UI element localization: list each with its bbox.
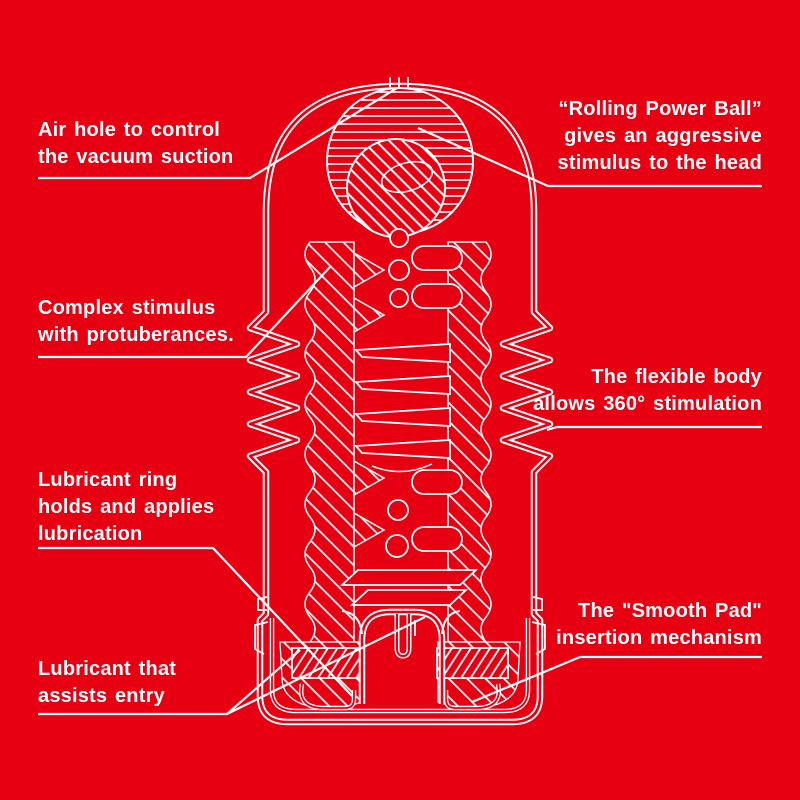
label-complex-stimulus: Complex stimulus with protuberances. <box>38 295 234 349</box>
rim-step-left <box>254 596 269 655</box>
label-line: with protuberances. <box>38 324 234 346</box>
leader-flexible-body <box>546 425 762 432</box>
leader-complex-stimulus <box>38 266 331 359</box>
entry-channel <box>341 608 461 704</box>
label-smooth-pad: The "Smooth Pad" insertion mechanism <box>556 598 762 652</box>
label-line: stimulus to the head <box>557 152 762 174</box>
label-air-hole: Air hole to control the vacuum suction <box>38 117 233 171</box>
label-line: Air hole to control <box>38 119 221 141</box>
leader-lubricant-entry <box>38 616 426 716</box>
base-section <box>254 596 546 714</box>
label-lubricant-entry: Lubricant that assists entry <box>38 656 176 710</box>
label-line: holds and applies <box>38 496 215 518</box>
rim-step-right <box>531 596 546 655</box>
sleeve-left <box>304 241 355 643</box>
leader-smooth-pad <box>471 655 762 704</box>
leader-lubricant-ring <box>38 546 353 697</box>
label-flexible-body: The flexible body allows 360° stimulatio… <box>533 364 762 418</box>
label-line: gives an aggressive <box>564 125 762 147</box>
label-line: lubrication <box>38 523 143 545</box>
label-line: The flexible body <box>591 366 762 388</box>
label-line: assists entry <box>38 685 165 707</box>
label-line: insertion mechanism <box>556 627 762 649</box>
protuberance-fins <box>339 245 479 606</box>
label-line: Lubricant that <box>38 658 177 680</box>
lubricant-ring-right <box>436 647 509 679</box>
leader-air-hole <box>38 87 398 180</box>
air-hole-notch <box>389 77 409 88</box>
label-line: The "Smooth Pad" <box>578 600 762 622</box>
label-line: allows 360° stimulation <box>533 393 762 415</box>
label-line: “Rolling Power Ball” <box>558 98 762 120</box>
entry-slit <box>394 614 412 659</box>
channel-bubbles <box>385 228 410 558</box>
label-line: Complex stimulus <box>38 297 216 319</box>
rolling-power-ball <box>346 138 446 238</box>
label-rolling-power-ball: “Rolling Power Ball” gives an aggressive… <box>558 96 762 177</box>
label-line: Lubricant ring <box>38 469 178 491</box>
label-lubricant-ring: Lubricant ring holds and applies lubrica… <box>38 467 214 548</box>
leader-rolling-power-ball <box>417 126 762 188</box>
label-line: the vacuum suction <box>38 146 234 168</box>
outer-shell <box>246 77 554 726</box>
